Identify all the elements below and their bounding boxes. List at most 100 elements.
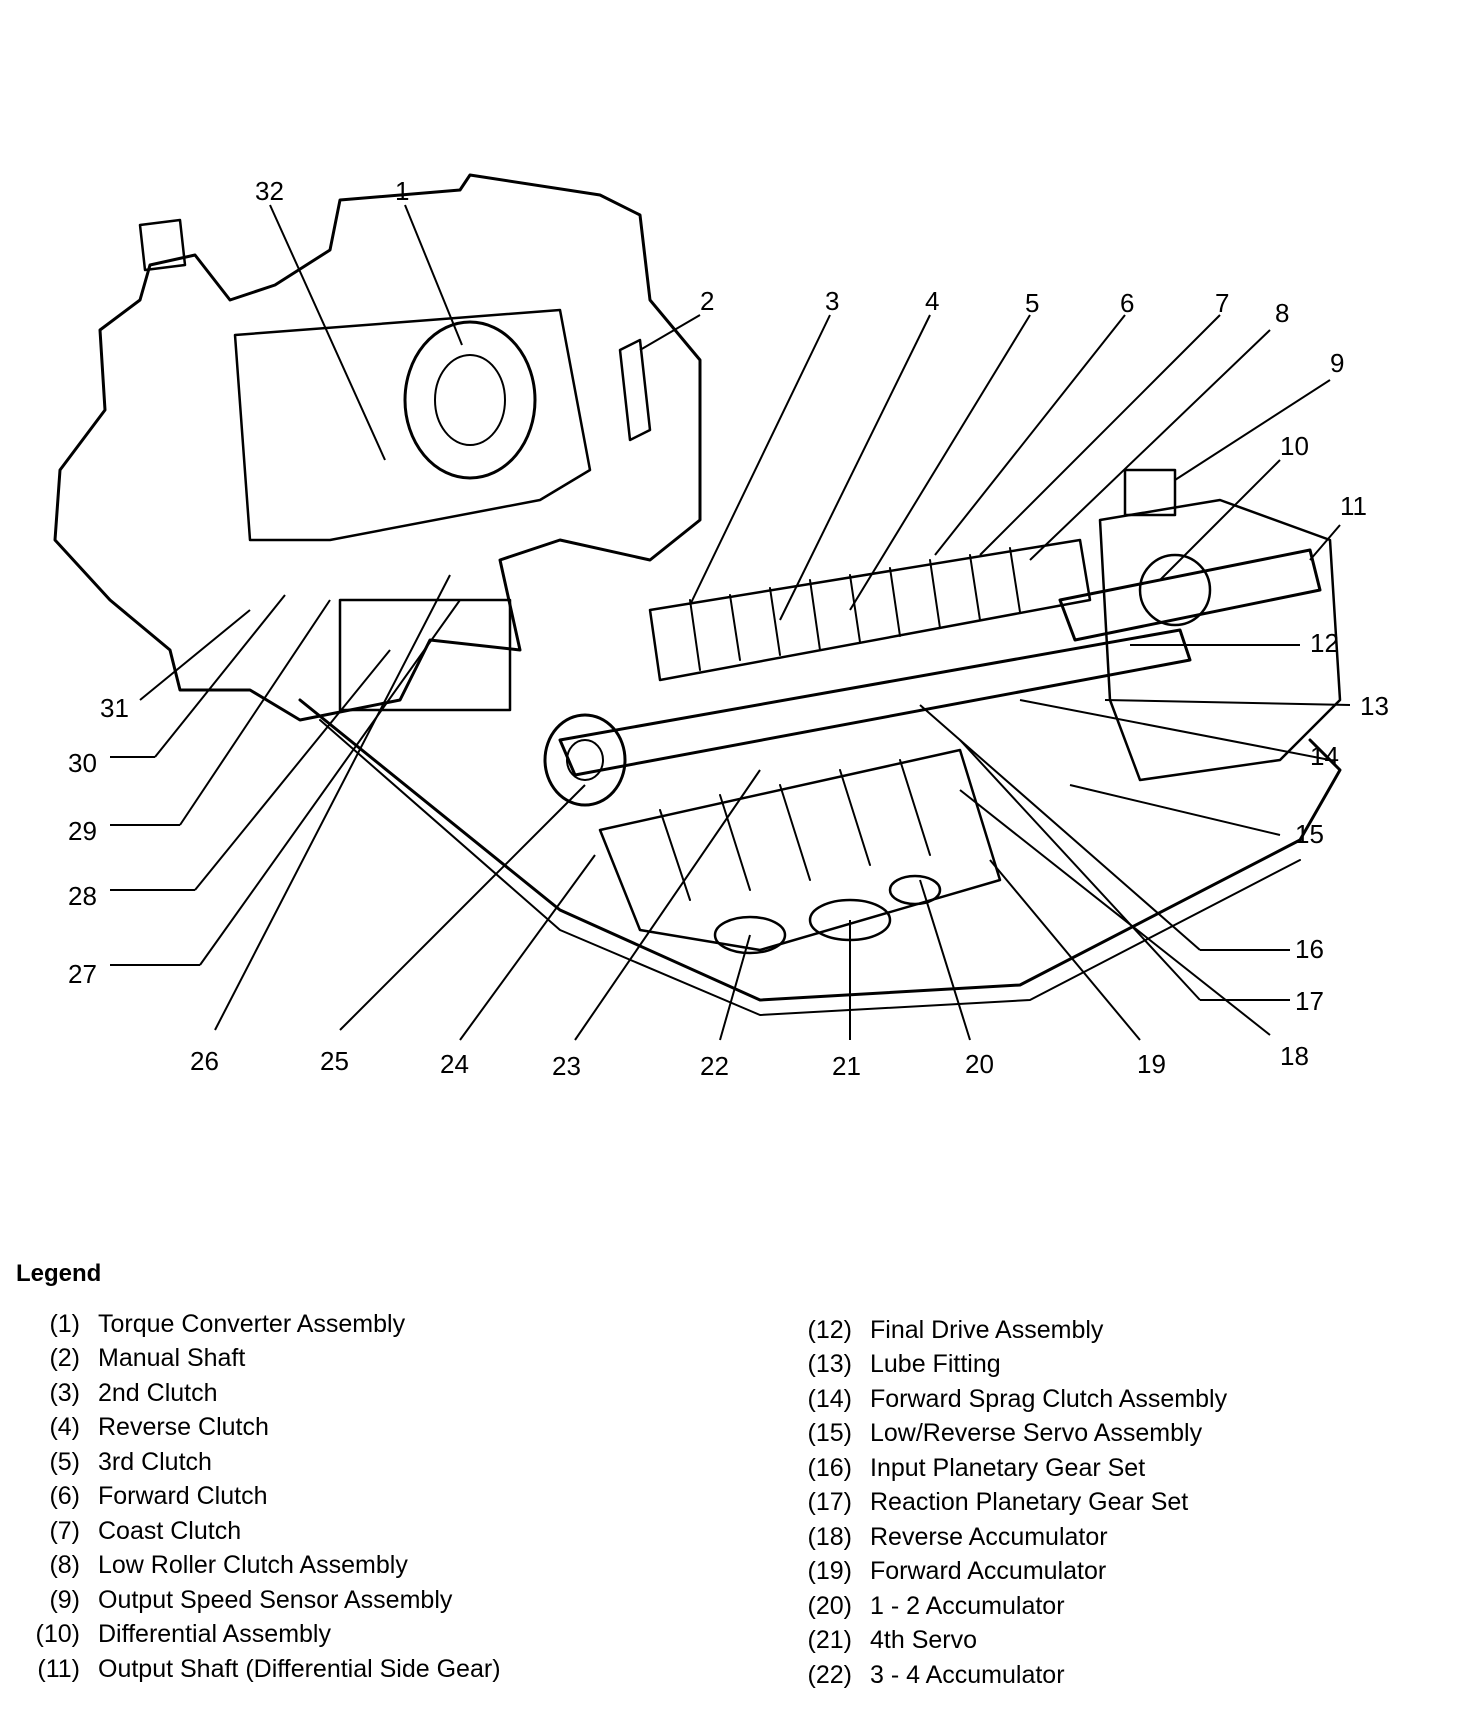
differential-gear — [1138, 553, 1212, 627]
accumulator-3-4 — [713, 915, 787, 955]
legend-item-16: (16) Input Planetary Gear Set — [790, 1454, 1146, 1483]
clutch-pack-housing — [648, 538, 1092, 682]
legend-item-number: (9) — [49, 1586, 80, 1614]
callout-20: 20 — [965, 1049, 994, 1079]
callout-18: 18 — [1280, 1041, 1309, 1071]
legend-item-number: (22) — [807, 1661, 852, 1689]
callout-27: 27 — [68, 959, 97, 989]
legend-item-21: (21) 4th Servo — [790, 1626, 977, 1655]
callout-16: 16 — [1295, 934, 1324, 964]
callout-14: 14 — [1310, 741, 1339, 771]
torque-converter — [403, 320, 537, 480]
legend-item-14: (14) Forward Sprag Clutch Assembly — [790, 1385, 1228, 1414]
callout-3: 3 — [825, 286, 839, 316]
callout-17: 17 — [1295, 986, 1324, 1016]
legend-item-20: (20) 1 - 2 Accumulator — [790, 1592, 1065, 1621]
valve-block-left — [338, 598, 512, 712]
legend-item-number: (6) — [49, 1482, 80, 1510]
legend-item-label: Output Shaft (Differential Side Gear) — [98, 1655, 501, 1683]
legend-item-17: (17) Reaction Planetary Gear Set — [790, 1488, 1189, 1517]
legend-item-number: (11) — [37, 1655, 80, 1683]
callout-6: 6 — [1120, 288, 1134, 318]
legend-item-label: Coast Clutch — [98, 1517, 242, 1545]
legend-item-15: (15)Low/Reverse Servo Assembly — [790, 1419, 1203, 1448]
callout-26: 26 — [190, 1046, 219, 1076]
callout-12: 12 — [1310, 628, 1339, 658]
legend-item-number: (14) — [807, 1385, 852, 1413]
legend-item-2: (2)Manual Shaft — [18, 1344, 245, 1373]
legend-item-1: (1)Torque Converter Assembly — [18, 1310, 405, 1339]
legend: Legend (1)Torque Converter Assembly (2)M… — [0, 1240, 1472, 1700]
legend-item-label: 3 - 4 Accumulator — [870, 1661, 1065, 1689]
legend-item-number: (21) — [807, 1626, 852, 1654]
legend-item-label: Manual Shaft — [98, 1344, 246, 1372]
callout-7: 7 — [1215, 288, 1229, 318]
legend-item-number: (20) — [807, 1592, 852, 1620]
legend-item-label: Final Drive Assembly — [870, 1316, 1104, 1344]
legend-item-label: Input Planetary Gear Set — [870, 1454, 1146, 1482]
legend-item-number: (10) — [35, 1620, 80, 1648]
callout-15: 15 — [1295, 819, 1324, 849]
legend-item-label: Low/Reverse Servo Assembly — [870, 1419, 1203, 1447]
legend-item-5: (5)3rd Clutch — [18, 1448, 212, 1477]
legend-item-label: Reverse Accumulator — [870, 1523, 1108, 1551]
legend-item-number: (12) — [807, 1316, 852, 1344]
legend-item-19: (19)Forward Accumulator — [790, 1557, 1107, 1586]
callout-2: 2 — [700, 286, 714, 316]
legend-item-label: Low Roller Clutch Assembly — [98, 1551, 408, 1579]
shaft-spline-end — [543, 713, 627, 807]
callout-5: 5 — [1025, 288, 1039, 318]
legend-item-4: (4) Reverse Clutch — [18, 1413, 269, 1442]
front-cover — [233, 308, 592, 542]
callout-1: 1 — [395, 176, 409, 206]
callout-25: 25 — [320, 1046, 349, 1076]
callout-8: 8 — [1275, 298, 1289, 328]
legend-item-number: (5) — [49, 1448, 80, 1476]
legend-item-label: 1 - 2 Accumulator — [870, 1592, 1065, 1620]
legend-item-number: (17) — [807, 1488, 852, 1516]
legend-item-label: 2nd Clutch — [98, 1379, 218, 1407]
legend-item-number: (4) — [49, 1413, 80, 1441]
legend-item-label: Reverse Clutch — [98, 1413, 269, 1441]
legend-item-10: (10)Differential Assembly — [18, 1620, 331, 1649]
legend-item-8: (8) Low Roller Clutch Assembly — [18, 1551, 408, 1580]
legend-item-9: (9) Output Speed Sensor Assembly — [18, 1586, 452, 1615]
legend-item-13: (13) Lube Fitting — [790, 1350, 1001, 1379]
legend-item-18: (18)Reverse Accumulator — [790, 1523, 1108, 1552]
legend-item-number: (8) — [49, 1551, 80, 1579]
callout-numbers: 1 2 3 4 5 6 7 8 9 10 11 12 13 14 15 16 1… — [68, 176, 1389, 1081]
callout-24: 24 — [440, 1049, 469, 1079]
callout-9: 9 — [1330, 348, 1344, 378]
callout-4: 4 — [925, 286, 939, 316]
callout-32: 32 — [255, 176, 284, 206]
accumulator-1-2 — [888, 874, 942, 906]
differential-housing — [1098, 498, 1342, 782]
callout-31: 31 — [100, 693, 129, 723]
legend-item-number: (16) — [807, 1454, 852, 1482]
legend-item-label: Forward Accumulator — [870, 1557, 1107, 1585]
callout-10: 10 — [1280, 431, 1309, 461]
top-connector — [138, 218, 187, 272]
speed-sensor-housing — [1123, 468, 1177, 517]
legend-item-22: (22) 3 - 4 Accumulator — [790, 1661, 1065, 1690]
legend-item-number: (13) — [807, 1350, 852, 1378]
legend-item-label: Reaction Planetary Gear Set — [870, 1488, 1189, 1516]
oil-pan — [298, 698, 1342, 1002]
legend-item-number: (1) — [49, 1310, 80, 1338]
legend-title: Legend — [16, 1260, 102, 1287]
callout-30: 30 — [68, 748, 97, 778]
legend-item-label: 4th Servo — [870, 1626, 978, 1654]
case-outline — [53, 173, 702, 722]
legend-item-label: Forward Clutch — [98, 1482, 268, 1510]
callout-13: 13 — [1360, 691, 1389, 721]
legend-item-3: (3) 2nd Clutch — [18, 1379, 218, 1408]
transmission-illustration — [53, 173, 1342, 1016]
legend-item-label: Forward Sprag Clutch Assembly — [870, 1385, 1228, 1413]
transaxle-cutaway-diagram: 1 2 3 4 5 6 7 8 9 10 11 12 13 14 15 16 1… — [53, 173, 1389, 1081]
legend-item-number: (3) — [49, 1379, 80, 1407]
legend-item-11: (11) Output Shaft (Differential Side Gear… — [18, 1655, 501, 1684]
legend-item-label: Output Speed Sensor Assembly — [98, 1586, 453, 1614]
legend-item-label: Lube Fitting — [870, 1350, 1001, 1378]
callout-29: 29 — [68, 816, 97, 846]
callout-11: 11 — [1340, 491, 1367, 521]
